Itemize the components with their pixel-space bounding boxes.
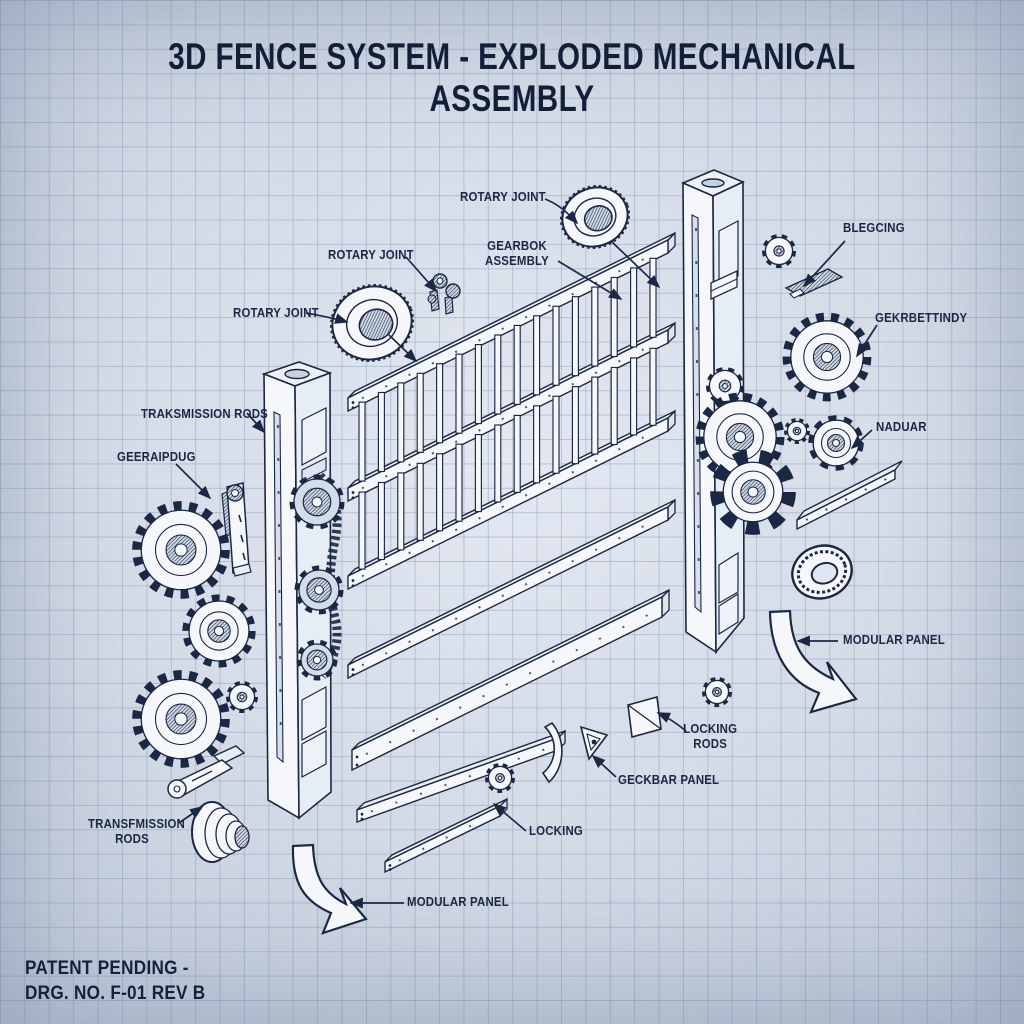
panel-bar [610, 366, 618, 446]
right-post [680, 169, 745, 655]
panel-bar [533, 315, 541, 396]
gear-small-right-top [762, 234, 796, 268]
gear-fitting-large [782, 312, 872, 402]
leader-arrow [178, 806, 204, 824]
panel-bar [397, 472, 405, 551]
gear-small-left [226, 681, 258, 713]
bearing-plate [784, 268, 844, 299]
gear-post-star [710, 449, 796, 535]
fence-panel-bars [358, 257, 657, 570]
panel-bar [513, 414, 521, 493]
panel-bar [533, 405, 541, 484]
panel-bar [474, 434, 482, 513]
leader-arrow [492, 802, 527, 832]
corner-gusset [579, 725, 609, 761]
panel-bar [494, 334, 502, 415]
cable-drum [191, 801, 250, 863]
leader-arrow [305, 312, 349, 324]
gear-large-left-1 [132, 501, 230, 599]
panel-rail-top [347, 231, 676, 413]
post-slot [691, 214, 702, 614]
leader-arrow [802, 240, 846, 288]
gear-small-right-mid [784, 418, 810, 444]
leader-arrow [405, 256, 438, 293]
panel-bar [436, 453, 444, 532]
panel-bar [358, 401, 366, 482]
panel-bar [455, 443, 463, 522]
panel-bar [591, 376, 599, 455]
sprocket [294, 565, 344, 615]
loose-rail-a [347, 498, 676, 680]
panel-rail-low [347, 409, 676, 591]
panel-bar [358, 491, 366, 570]
panel-bar [436, 363, 444, 444]
panel-bar [416, 372, 424, 453]
panel-bar [474, 344, 482, 425]
gear-nadular [808, 415, 864, 471]
curved-arrow-right [768, 609, 858, 714]
panel-bar [649, 347, 657, 426]
leader-arrows [175, 198, 878, 909]
rotary-joint-donut-left [329, 284, 415, 362]
panel-bar [397, 382, 405, 463]
post-top-hole [701, 178, 725, 188]
loose-rail-b [351, 588, 670, 772]
channel-rail [796, 460, 903, 531]
leader-arrow [544, 198, 579, 225]
panel-bar [416, 462, 424, 541]
panel-bar [455, 353, 463, 434]
leader-arrow [246, 412, 266, 434]
panel-bar [552, 305, 560, 386]
panel-bar [552, 395, 560, 474]
gear-small-bottom [485, 763, 515, 793]
spring-clip [541, 721, 563, 784]
sprocket [289, 474, 345, 530]
panel-bar [377, 481, 385, 561]
rotary-joint-donut-top [559, 185, 631, 249]
lock-plate [627, 695, 662, 739]
panel-bar [571, 386, 579, 465]
panel-bar [610, 276, 618, 358]
fastener-cluster [427, 273, 461, 315]
leader-arrow [850, 429, 873, 450]
panel-bar [377, 391, 385, 473]
link-bracket [221, 482, 252, 577]
leader-arrow [388, 334, 418, 363]
loose-rail-d [384, 797, 508, 874]
leader-arrow [856, 324, 878, 358]
panel-bar [630, 267, 638, 348]
panel-bar [591, 286, 599, 367]
post-slot [273, 411, 284, 764]
panel-bar [571, 296, 579, 377]
leader-arrow [557, 260, 623, 300]
panel-bar [513, 324, 521, 405]
gear-small-center [702, 677, 732, 707]
ring-bushing [791, 544, 853, 600]
leader-arrow [611, 241, 661, 289]
gears [132, 234, 872, 793]
post-top-hole [284, 368, 310, 380]
leader-arrow [656, 712, 687, 732]
flat-wrench-bracket [167, 745, 246, 799]
panel-bar [630, 357, 638, 436]
sprocket [296, 639, 338, 681]
leader-arrow [591, 754, 617, 778]
rotary-joints [329, 185, 631, 362]
panel-bar [494, 424, 502, 503]
post-sprockets [289, 474, 345, 681]
gear-medium-left [182, 594, 256, 668]
gear-large-left-2 [132, 670, 230, 768]
panel-bar [649, 257, 657, 338]
curved-arrow-bottom [291, 843, 368, 935]
leader-arrow [175, 463, 212, 500]
